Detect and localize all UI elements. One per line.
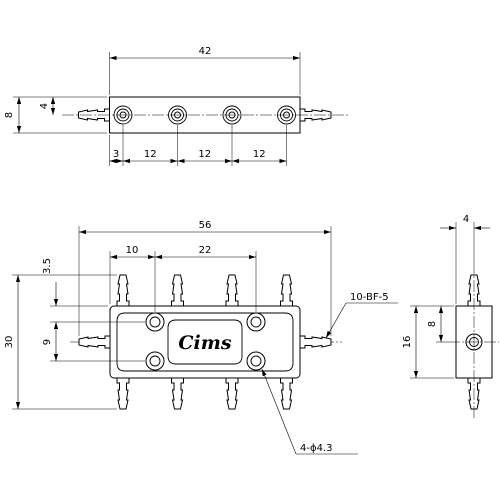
front-view-left-fitting	[78, 335, 111, 349]
side-view: 4 8 16	[402, 214, 499, 420]
logo-panel	[167, 319, 243, 365]
dimension-4-label: 4	[39, 103, 50, 109]
front-view-bottom-fitting	[225, 377, 239, 410]
front-view-top-fitting	[116, 274, 130, 307]
dimension-3-5-label: 3.5	[42, 258, 53, 274]
mounting-hole	[145, 351, 165, 371]
mounting-hole-inner	[250, 355, 262, 367]
mounting-hole-inner	[149, 316, 161, 328]
dimension-12-label: 12	[144, 149, 157, 160]
mounting-hole-outer	[145, 312, 165, 332]
dimension-42-label: 42	[199, 46, 212, 57]
front-view-bottom-fitting	[171, 377, 184, 410]
mounting-hole-outer	[145, 351, 165, 371]
dimension-12-label: 12	[253, 149, 266, 160]
mounting-hole	[246, 351, 266, 371]
dimension-22-label: 22	[199, 245, 212, 256]
fitting-callout-leader	[325, 302, 347, 339]
mounting-hole-inner	[250, 316, 262, 328]
hole-callout-leader	[261, 368, 297, 455]
top-view: 42 8 4 3 12 12 12	[4, 46, 348, 166]
front-view: Cims 56 10 22	[4, 220, 398, 455]
dimension-8-label: 8	[4, 112, 15, 118]
dimension-4-label: 4	[463, 214, 469, 225]
dimension-9-label: 9	[42, 339, 53, 345]
dimension-10-label: 10	[126, 245, 139, 256]
hole-callout-label: 4-ϕ4.3	[300, 443, 332, 454]
mounting-hole-outer	[246, 312, 266, 332]
front-view-bottom-fitting	[116, 377, 130, 410]
brand-logo: Cims	[178, 332, 231, 354]
front-view-top-fitting	[225, 274, 239, 307]
dimension-16-label: 16	[402, 336, 413, 349]
mounting-hole-inner	[149, 355, 161, 367]
front-view-top-fitting	[280, 274, 293, 307]
fitting-callout-label: 10-BF-5	[350, 292, 389, 303]
dimension-30-label: 30	[4, 336, 15, 349]
mounting-hole	[145, 312, 165, 332]
dimension-12-label: 12	[198, 149, 211, 160]
dimension-3-label: 3	[113, 149, 119, 160]
mounting-hole-outer	[246, 351, 266, 371]
dimension-56-label: 56	[199, 220, 212, 231]
port-outer-ring	[168, 105, 187, 125]
front-view-bottom-fitting	[280, 377, 293, 410]
front-view-top-fitting	[171, 274, 184, 307]
mounting-hole	[246, 312, 266, 332]
port-outer-ring	[222, 105, 242, 125]
port-outer-ring	[277, 105, 296, 125]
dimension-8-label: 8	[427, 321, 438, 327]
body-raised-frame	[116, 312, 294, 372]
